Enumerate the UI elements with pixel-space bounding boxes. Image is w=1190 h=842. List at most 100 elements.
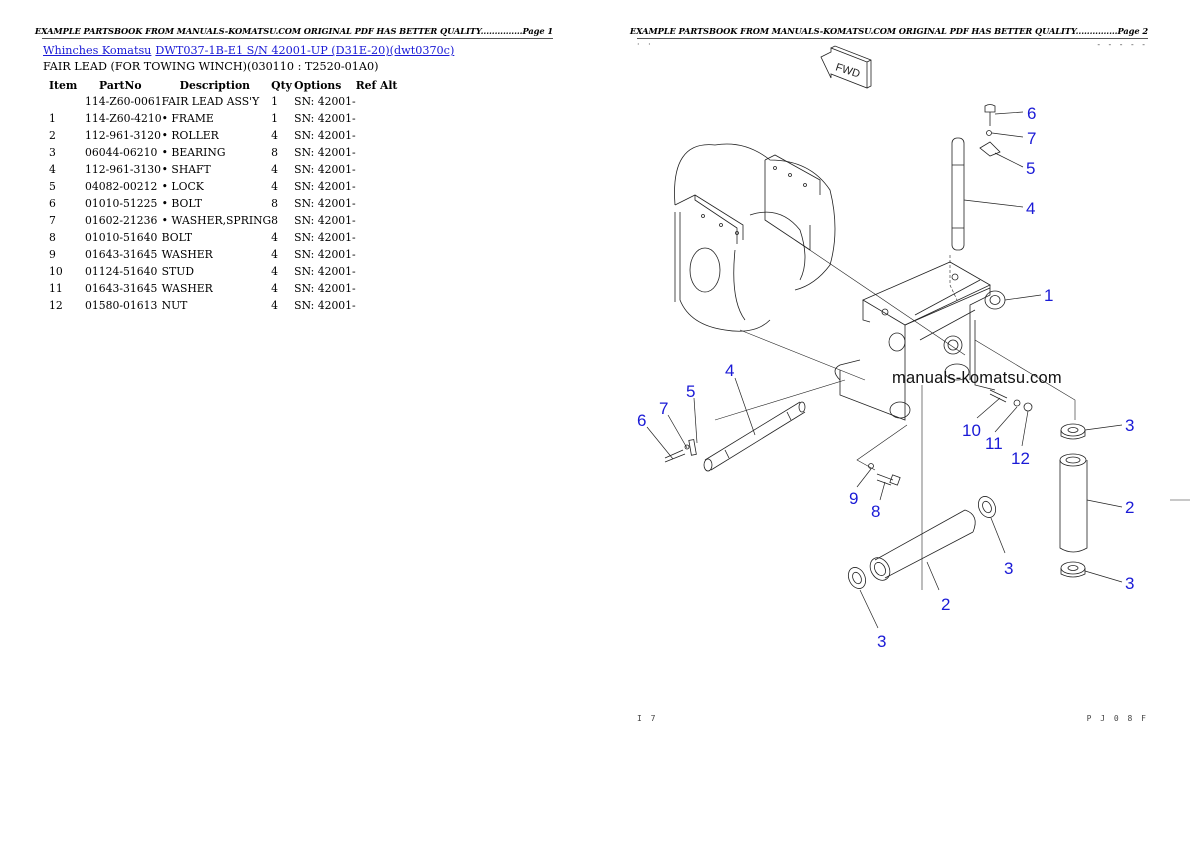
parts-table-header: Item PartNo Description Qty Options Ref … [43,77,406,93]
cell-description: WASHER [161,282,213,295]
cell-partno: 01124-51640 [85,265,158,278]
cell-item: 1 [49,112,56,125]
cell-options: SN: 42001- [294,197,356,210]
callout-label: 4 [725,361,735,380]
cell-description: • LOCK [161,180,204,193]
cell-partno: 112-961-3130 [85,163,161,176]
cell-qty: 8 [271,197,279,210]
cell-item: 9 [49,248,56,261]
cell-refalt [356,280,406,297]
fwd-arrow-icon: FWD [820,45,872,89]
leader-lines [714,239,1190,590]
cell-refalt [356,178,406,195]
callout-label: 9 [849,489,859,508]
cell-partno: 114-Z60-0061 [85,95,162,108]
header-qty: Qty [271,78,292,92]
page-2-header-rule [637,38,1148,39]
callout-label: 7 [659,399,669,418]
header-refalt: Ref Alt [355,78,398,92]
callout-label: 3 [877,632,887,651]
cell-description: • BEARING [161,146,226,159]
cell-item: 7 [49,214,56,227]
roller-diagonal [869,509,976,581]
cell-qty: 4 [271,129,279,142]
exploded-parts-diagram: FWD [646,45,1190,629]
cell-refalt [356,297,406,314]
cell-description: • ROLLER [161,129,219,142]
cell-options: SN: 42001- [294,265,356,278]
page-2-footer-left: I 7 [637,714,658,723]
section-title: FAIR LEAD (FOR TOWING WINCH)(030110 : T2… [43,60,379,73]
cell-item: 4 [49,163,56,176]
stud-washer-nut-10-11-12 [989,389,1033,412]
cell-description: WASHER [161,248,213,261]
callout-label: 1 [1044,286,1054,305]
breadcrumb-model-link[interactable]: DWT037-1B-E1 S/N 42001-UP (D31E-20)(dwt0… [155,44,455,57]
cell-partno: 01580-01613 [85,299,158,312]
cell-item: 5 [49,180,56,193]
frame-part [834,261,1006,421]
cell-refalt [356,263,406,280]
callout-label: 10 [962,421,981,440]
winch-housing [674,143,836,332]
breadcrumb-category-link[interactable]: Whinches Komatsu [43,44,152,57]
callout-label: 3 [1004,559,1014,578]
cell-partno: 04082-00212 [85,180,158,193]
cell-options: SN: 42001- [294,180,356,193]
cell-options: SN: 42001- [294,112,356,125]
cell-qty: 4 [271,299,279,312]
cell-partno: 114-Z60-4210 [85,112,162,125]
header-description: Description [179,78,250,92]
cell-options: SN: 42001- [294,129,356,142]
header-item: Item [49,78,78,92]
cell-description: • WASHER,SPRING [161,214,272,227]
cell-options: SN: 42001- [294,214,356,227]
callout-label: 2 [941,595,951,614]
parts-table: Item PartNo Description Qty Options Ref … [43,77,406,314]
cell-refalt [356,110,406,127]
callout-label: 12 [1011,449,1030,468]
cell-qty: 1 [271,95,279,108]
cell-item: 12 [49,299,63,312]
watermark: manuals-komatsu.com [892,369,1062,387]
cell-qty: 4 [271,265,279,278]
cell-refalt [356,212,406,229]
cell-qty: 4 [271,180,279,193]
roller-vertical [1059,453,1088,553]
callout-label: 3 [1125,416,1135,435]
cell-item: 3 [49,146,56,159]
cell-refalt [356,161,406,178]
callout-label: 6 [1027,104,1037,123]
cell-item: 11 [49,282,63,295]
cell-qty: 4 [271,282,279,295]
cell-refalt [356,144,406,161]
cell-partno: 01643-31645 [85,282,158,295]
cell-options: SN: 42001- [294,231,356,244]
callout-label: 11 [985,434,1003,453]
cell-item: 6 [49,197,56,210]
cell-refalt [356,246,406,263]
callout-label: 7 [1027,129,1037,148]
cell-description: STUD [161,265,194,278]
cell-description: BOLT [161,231,193,244]
header-partno: PartNo [99,78,142,92]
page-1-banner: EXAMPLE PARTSBOOK FROM MANUALS-KOMATSU.C… [34,26,553,36]
cell-item: 8 [49,231,56,244]
page-2-top-left-marks: · · [637,40,654,49]
cell-description: FAIR LEAD ASS'Y [161,95,260,108]
cell-partno: 01010-51225 [85,197,158,210]
page-1: EXAMPLE PARTSBOOK FROM MANUALS-KOMATSU.C… [34,26,553,314]
cell-partno: 01602-21236 [85,214,158,227]
cell-partno: 112-961-3120 [85,129,161,142]
cell-item: 10 [49,265,63,278]
